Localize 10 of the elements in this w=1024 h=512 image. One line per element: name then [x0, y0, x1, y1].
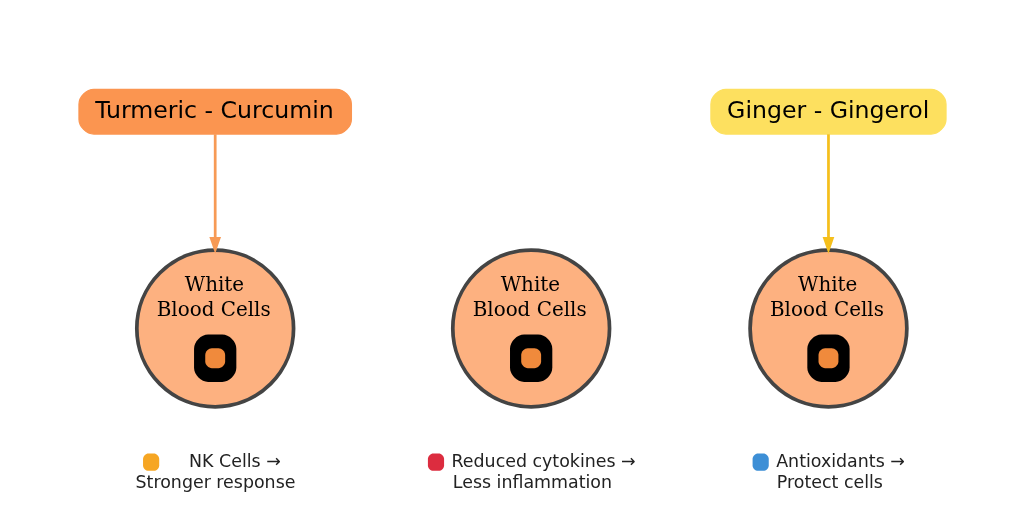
arrow [208, 134, 221, 254]
node-circle: White Blood Cells [134, 248, 295, 409]
node-circle: White Blood Cells [747, 248, 909, 409]
node-label: Antioxidants → Protect cells [775, 450, 905, 492]
arrow [822, 134, 834, 254]
node-box: Ginger - Gingerol [709, 88, 947, 135]
node-label: Reduced cytokines → Less inflammation [451, 450, 636, 492]
node-circle: White Blood Cells [450, 248, 611, 409]
node-label: NK Cells → Stronger response [135, 450, 295, 492]
node-box: Turmeric - Curcumin [77, 88, 352, 135]
